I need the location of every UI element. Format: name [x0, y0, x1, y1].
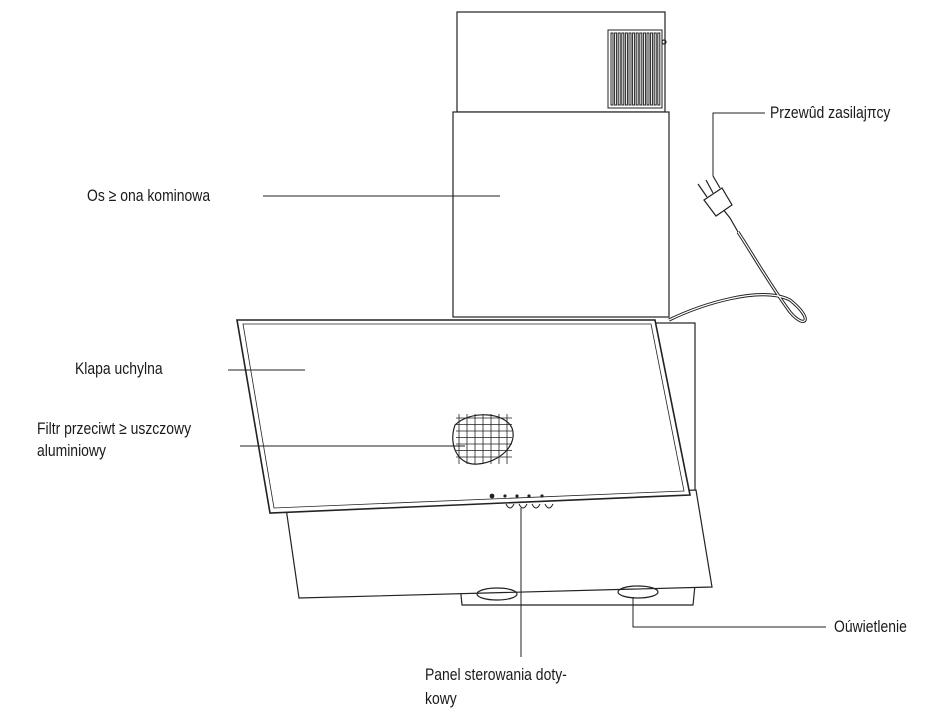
filter-label-line1: Filtr przeciwt ≥ uszczowy	[37, 419, 192, 438]
filter-label-line2: aluminiowy	[37, 441, 106, 460]
upper-glass-flap	[236, 319, 691, 514]
plug-icon	[697, 175, 739, 233]
power-cord-cable	[668, 231, 807, 323]
light-icon	[476, 585, 659, 601]
power-cord-label: Przewûd zasilajπcy	[770, 103, 891, 122]
lower-chimney	[452, 111, 670, 318]
leader-lines	[228, 112, 826, 657]
vent-grille-icon	[607, 29, 663, 109]
chimney-cover-label: Os ≥ ona kominowa	[87, 186, 211, 205]
filter-grid-icon	[452, 414, 514, 465]
control-buttons-icon	[489, 493, 544, 499]
panel-label-line1: Panel sterowania doty-	[425, 665, 567, 684]
lighting-label: Oúwietlenie	[834, 617, 907, 636]
panel-label-line2: kowy	[425, 689, 457, 708]
flap-label: Klapa uchylna	[75, 359, 163, 378]
upper-chimney	[456, 11, 666, 113]
